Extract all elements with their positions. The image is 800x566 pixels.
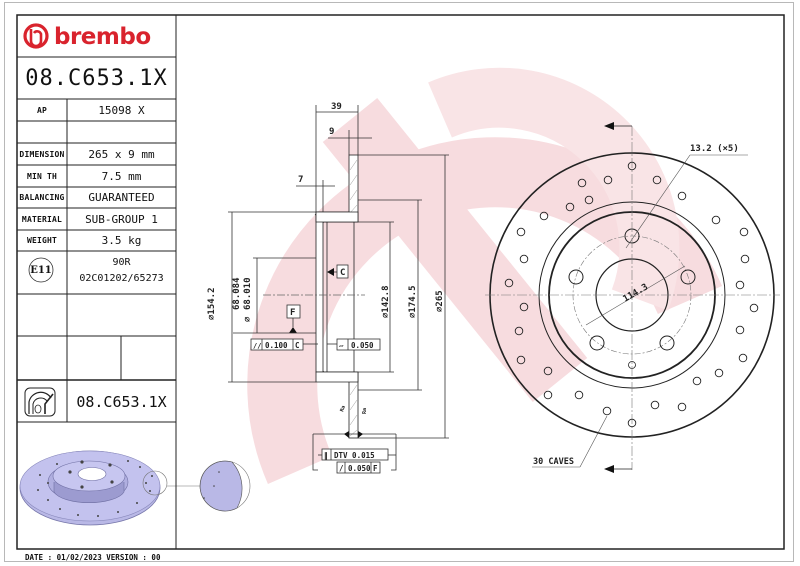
tol-runout-value: 0.050	[348, 464, 371, 473]
dim-dia-142: ∅142.8	[381, 285, 391, 318]
caves-callout: 30 CAVES	[533, 457, 574, 467]
row-label-balancing: BALANCING	[19, 193, 65, 202]
row-value-min-th: 7.5 mm	[101, 169, 142, 183]
tol-dtv-symbol: ∥	[324, 451, 328, 460]
row-label-min-th: MIN TH	[26, 171, 58, 181]
dim-dia-154: ∅154.2	[207, 287, 217, 320]
tol-parallel-ref: C	[295, 341, 300, 350]
drilled-holes-pattern	[504, 161, 759, 428]
row-value-weight: 3.5 kg	[101, 234, 142, 247]
row-label-material: MATERIAL	[21, 214, 63, 224]
datum-f-label: F	[290, 308, 295, 318]
bolt-hole-callout: 13.2 (×5)	[690, 144, 739, 154]
dim-dia-68-symbol: ∅	[243, 316, 253, 322]
tol-runout-ref: F	[373, 464, 378, 473]
row-label-weight: WEIGHT	[26, 236, 58, 245]
dim-7: 7	[298, 175, 303, 185]
tol-dtv-value: DTV 0.015	[334, 451, 375, 460]
tol-flatness-value: 0.050	[351, 341, 374, 350]
brembo-logo-icon	[23, 23, 49, 49]
tol-flatness-symbol: ▱	[339, 341, 344, 350]
e-mark-icon	[28, 257, 54, 283]
row-label-dimension: DIMENSION	[19, 149, 65, 159]
dim-dia-68-lower: 68.010	[243, 277, 253, 310]
row-value-dimension: 265 x 9 mm	[88, 147, 155, 161]
row-value-ap: 15098 X	[98, 103, 145, 117]
part-number-small: 08.C653.1X	[76, 392, 167, 411]
row-value-material: SUB-GROUP 1	[85, 212, 158, 226]
section-view	[228, 105, 449, 474]
roughness-right: Ra	[362, 408, 368, 414]
dim-39: 39	[331, 102, 342, 112]
tol-runout-symbol: /	[339, 464, 344, 473]
roughness-left: Ra	[339, 405, 347, 413]
front-view	[485, 122, 780, 473]
tol-parallel-value: 0.100	[265, 341, 288, 350]
homologation-line1: 90R	[112, 256, 131, 268]
dim-dia-174: ∅174.5	[408, 285, 418, 318]
row-value-balancing: GUARANTEED	[88, 191, 155, 204]
homologation-line2: 02C01202/65273	[79, 272, 164, 284]
drawing-sheet	[4, 2, 794, 562]
datum-c-label: C	[340, 268, 345, 278]
part-number-title: 08.C653.1X	[25, 65, 168, 91]
dim-dia-265: ∅265	[435, 290, 445, 312]
dim-9: 9	[329, 127, 334, 137]
watermark-logo-icon	[247, 67, 723, 484]
disc-3d-render-icon	[19, 450, 251, 526]
e-mark-label: E11	[30, 264, 52, 276]
tol-parallel-symbol: //	[253, 342, 261, 350]
disc-type-symbol-icon	[24, 387, 56, 417]
row-label-ap: AP	[36, 105, 48, 115]
dim-dia-68-upper: 68.084	[232, 277, 242, 310]
date-version-footer: DATE : 01/02/2023 VERSION : 00	[25, 553, 161, 562]
brand-name: brembo	[54, 24, 151, 50]
